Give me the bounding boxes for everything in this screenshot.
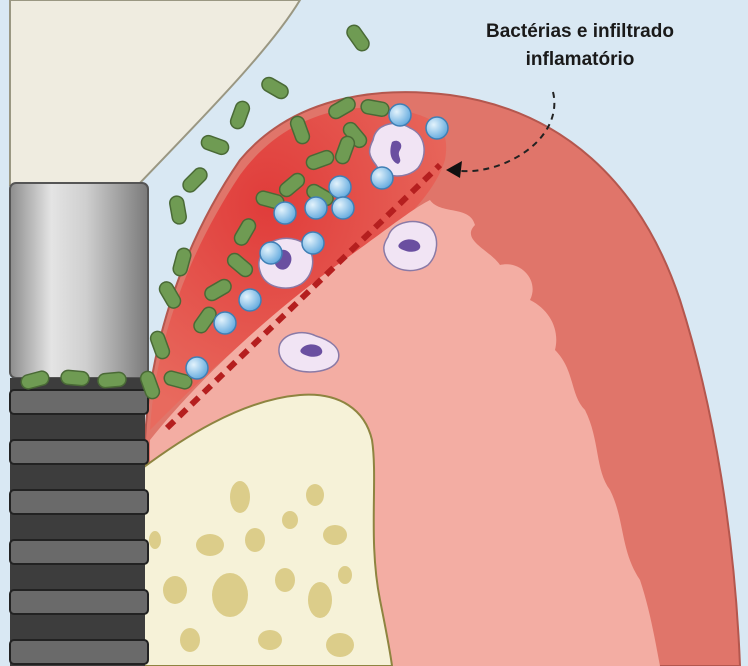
immune-cell (305, 197, 327, 219)
implant-abutment (10, 183, 148, 378)
immune-cell (332, 197, 354, 219)
immune-cell (371, 167, 393, 189)
immune-cell (426, 117, 448, 139)
immune-cell (302, 232, 324, 254)
leukocyte (384, 222, 437, 271)
implant-body (10, 378, 148, 666)
bacterium (60, 370, 89, 386)
annotation-label-line1: Bactérias e infiltrado (440, 18, 720, 46)
immune-cell (214, 312, 236, 334)
annotation-label: Bactérias e infiltrado inflamatório (440, 18, 720, 74)
immune-cell (186, 357, 208, 379)
immune-cell (239, 289, 261, 311)
immune-cell (260, 242, 282, 264)
immune-cell (274, 202, 296, 224)
bacterium (97, 372, 126, 388)
immune-cell (329, 176, 351, 198)
immune-cell (389, 104, 411, 126)
annotation-label-line2: inflamatório (440, 46, 720, 74)
